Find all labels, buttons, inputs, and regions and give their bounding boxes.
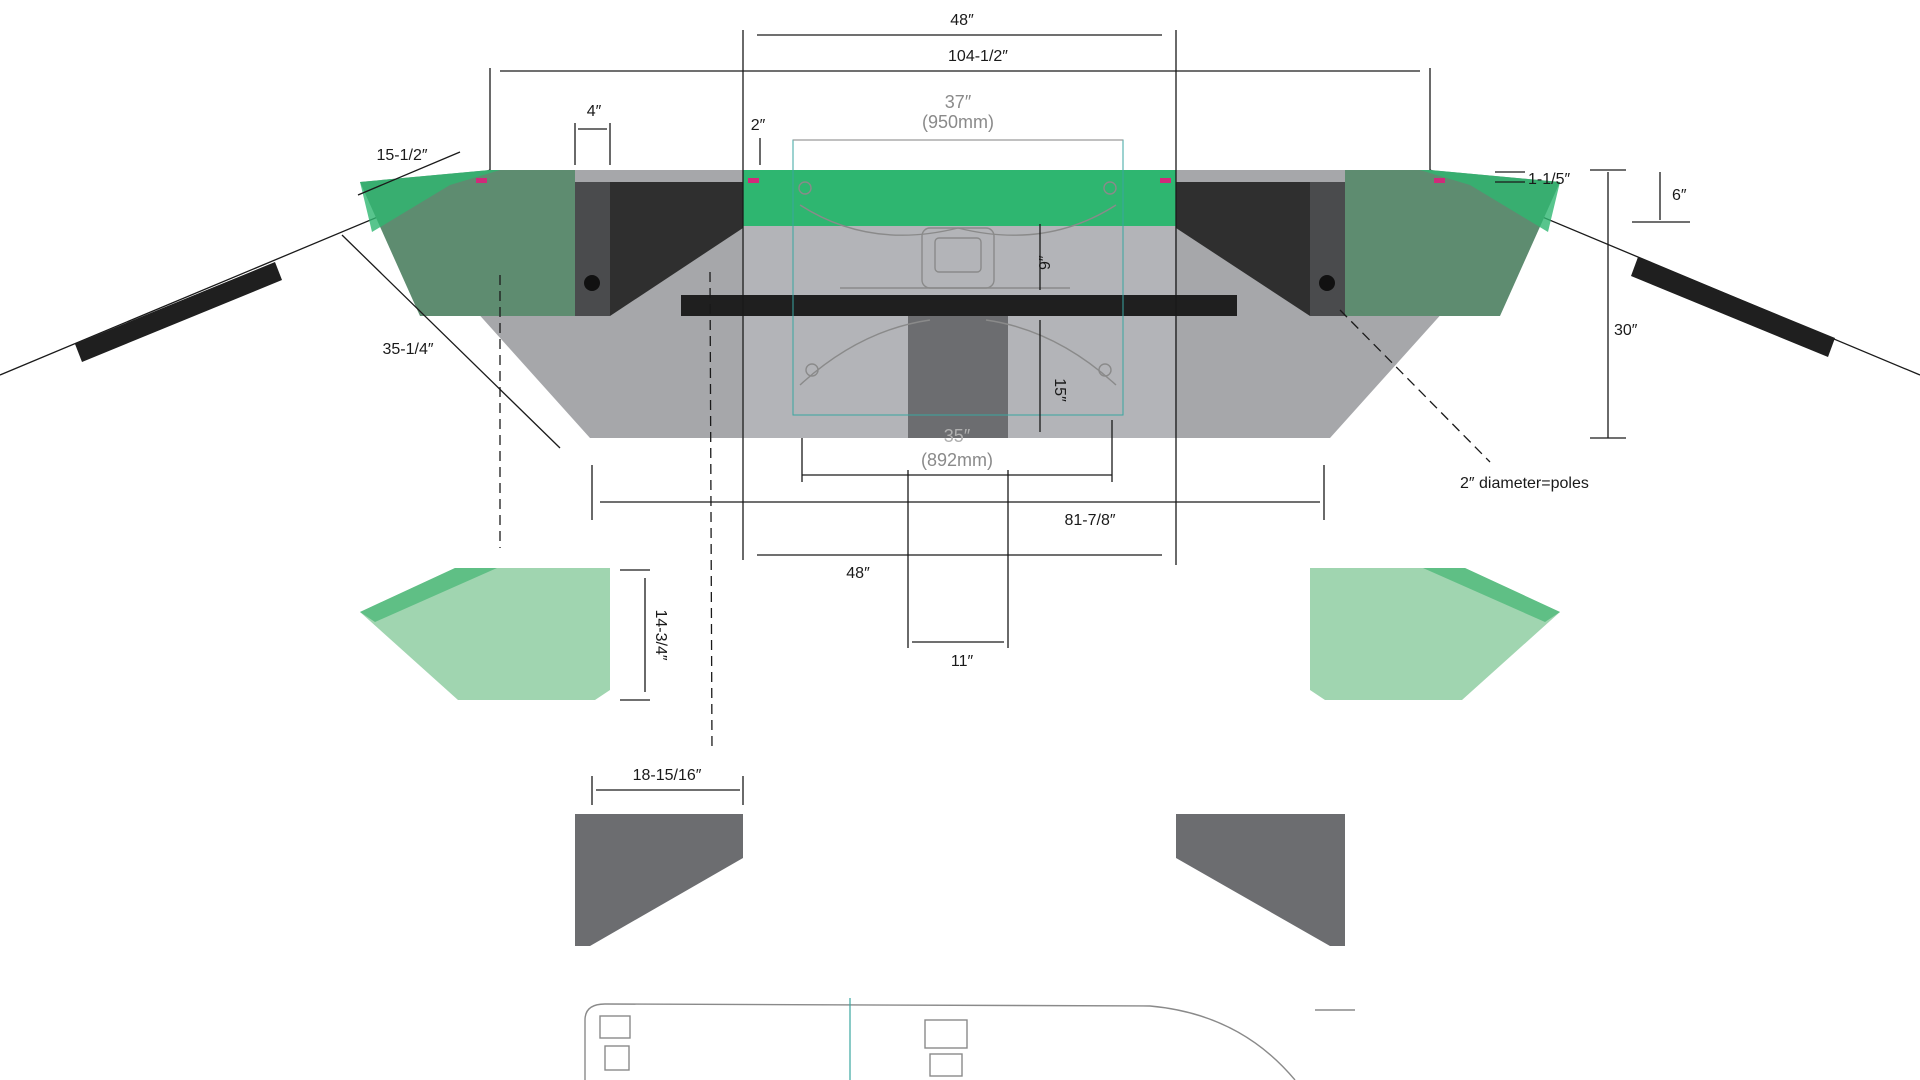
dim-monitor-35: 35″ xyxy=(944,426,971,446)
right-green-panel xyxy=(1310,568,1560,700)
right-dark-block xyxy=(1176,182,1310,316)
dim-line-15-1-2 xyxy=(357,151,461,196)
dim-height-30: 30″ xyxy=(1614,322,1638,339)
dim-wing-15-1-2: 15-1/2″ xyxy=(376,147,427,164)
dim-bottom-48: 48″ xyxy=(846,565,870,582)
poles-note: 2″ diameter=poles xyxy=(1460,475,1589,492)
right-side-bar xyxy=(1631,257,1835,357)
monitor-bar xyxy=(681,295,1237,316)
dash-left-dark xyxy=(709,271,713,753)
marker-4 xyxy=(1434,178,1445,183)
dash-pole-leader xyxy=(1339,309,1491,463)
dim-panel-14-3-4: 14-3/4″ xyxy=(652,609,669,660)
marker-1 xyxy=(476,178,487,183)
right-green-panel-edge xyxy=(1423,568,1560,622)
dim-monitor-37: 37″ xyxy=(945,92,972,112)
left-dark-block xyxy=(610,182,743,316)
center-base-column xyxy=(908,308,1008,438)
dim-monitor-37-mm: (950mm) xyxy=(922,112,994,132)
dim-depth-9: 9″ xyxy=(1037,255,1054,270)
dim-rise-6: 6″ xyxy=(1672,187,1687,204)
dim-line-35-1-4 xyxy=(341,234,561,449)
left-side-bar xyxy=(75,262,282,362)
center-green-top xyxy=(743,170,1176,226)
left-green-panel xyxy=(360,568,610,700)
dim-thickness-1-1-5: 1-1/5″ xyxy=(1528,171,1570,188)
chair-sketch xyxy=(798,181,1117,386)
right-dark-panel xyxy=(1176,814,1345,946)
dim-panel-18-15-16: 18-15/16″ xyxy=(633,767,702,784)
dim-front-81-7-8: 81-7/8″ xyxy=(1064,512,1115,529)
dim-monitor-35-mm: (892mm) xyxy=(921,450,993,470)
dim-depth-15: 15″ xyxy=(1051,378,1068,402)
left-pole-column xyxy=(575,182,610,316)
left-pole-dot xyxy=(584,275,600,291)
right-pole-dot xyxy=(1319,275,1335,291)
marker-3 xyxy=(1160,178,1171,183)
left-dark-panel xyxy=(575,814,743,946)
left-green-panel-edge xyxy=(360,568,497,622)
dim-overall-width: 104-1/2″ xyxy=(948,48,1008,65)
bottom-outline-sketch xyxy=(584,998,1355,1080)
dim-side-4: 4″ xyxy=(587,103,602,120)
dim-gap-2: 2″ xyxy=(751,117,766,134)
right-pole-column xyxy=(1310,182,1345,316)
marker-2 xyxy=(748,178,759,183)
left-green-wing-top xyxy=(360,170,500,232)
dim-base-11: 11″ xyxy=(951,653,974,670)
right-green-wing-top xyxy=(1420,170,1560,232)
dim-top-48: 48″ xyxy=(950,12,974,29)
dim-wing-35-1-4: 35-1/4″ xyxy=(382,341,433,358)
